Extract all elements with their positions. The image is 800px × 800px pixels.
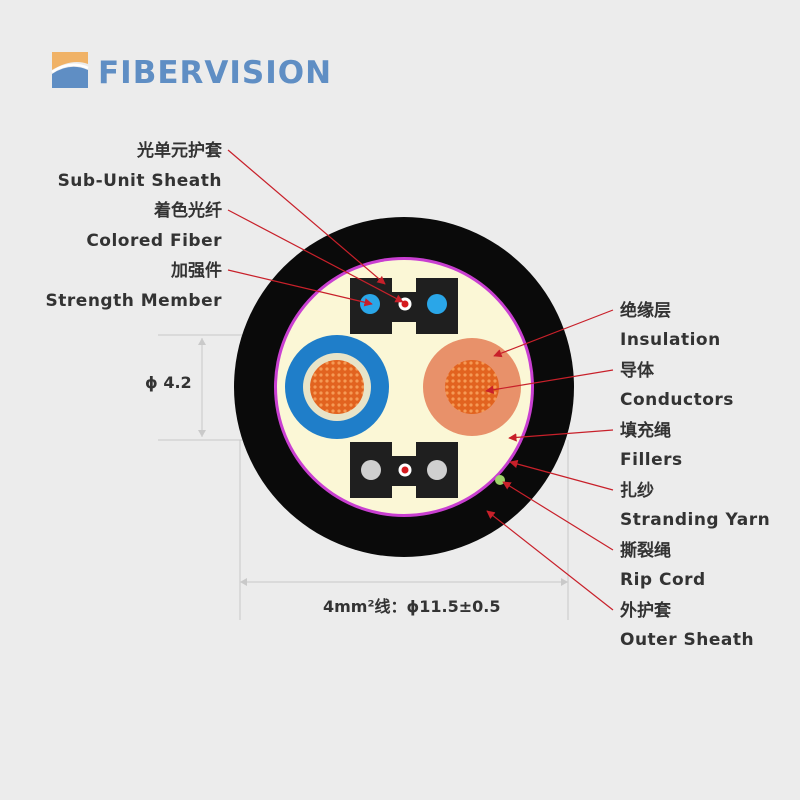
- blue-insulated-conductor: [285, 335, 389, 439]
- top-subunit: [350, 278, 458, 334]
- label-strength-member-cn: 加强件: [170, 260, 222, 281]
- right-labels: 绝缘层 Insulation 导体 Conductors 填充绳 Fillers…: [620, 300, 770, 650]
- label-rip-cord-cn: 撕裂绳: [620, 540, 671, 561]
- label-stranding-yarn-cn: 扎纱: [620, 480, 654, 501]
- strength-member-right: [427, 294, 447, 314]
- left-labels: 光单元护套 Sub-Unit Sheath 着色光纤 Colored Fiber…: [46, 140, 223, 311]
- leader-lines: [227, 149, 614, 611]
- label-conductors-cn: 导体: [620, 360, 655, 381]
- label-outer-sheath-en: Outer Sheath: [620, 630, 754, 650]
- label-insulation-cn: 绝缘层: [620, 300, 671, 321]
- brand-logo: FIBERVISION: [51, 52, 332, 91]
- label-colored-fiber-en: Colored Fiber: [86, 231, 222, 251]
- bottom-subunit: [350, 442, 458, 498]
- orange-insulated-conductor: [423, 338, 521, 436]
- cable-diameter-label: 4mm²线：ϕ11.5±0.5: [323, 597, 500, 616]
- rip-cord: [495, 475, 505, 485]
- cable-cross-section: [234, 217, 574, 557]
- filler-area: [277, 260, 531, 514]
- label-stranding-yarn-en: Stranding Yarn: [620, 510, 770, 530]
- logo-mark-icon: [51, 52, 89, 88]
- label-fillers-en: Fillers: [620, 450, 683, 470]
- label-fillers-cn: 填充绳: [620, 420, 671, 441]
- brand-name: FIBERVISION: [98, 55, 332, 91]
- label-subunit-sheath-cn: 光单元护套: [136, 140, 223, 161]
- label-outer-sheath-cn: 外护套: [620, 600, 672, 621]
- conductor-diameter-label: ϕ 4.2: [145, 373, 192, 392]
- label-subunit-sheath-en: Sub-Unit Sheath: [58, 171, 222, 191]
- label-rip-cord-en: Rip Cord: [620, 570, 706, 590]
- label-insulation-en: Insulation: [620, 330, 721, 350]
- label-colored-fiber-cn: 着色光纤: [153, 200, 222, 221]
- label-conductors-en: Conductors: [620, 390, 734, 410]
- label-strength-member-en: Strength Member: [46, 291, 223, 311]
